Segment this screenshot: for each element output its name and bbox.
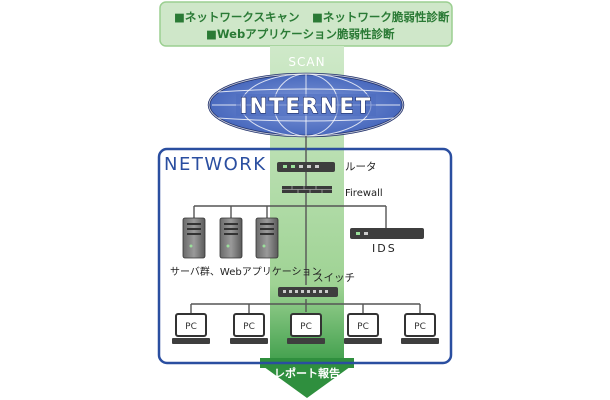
pc-label: PC [414, 322, 426, 332]
ids-label: IDS [372, 242, 397, 255]
report-arrow [260, 364, 354, 398]
pc-label: PC [357, 322, 369, 332]
internet-label: INTERNET [240, 94, 372, 118]
pc-1: PC [172, 313, 210, 344]
pc-4: PC [344, 313, 382, 344]
server-1 [182, 217, 206, 259]
network-boundary [157, 147, 453, 365]
switch-device [278, 287, 338, 297]
service-network-scan: ■ネットワークスキャン [174, 10, 300, 24]
pc-label: PC [243, 322, 255, 332]
service-webapp-vuln: ■Webアプリケーション脆弱性診断 [206, 27, 395, 41]
router-device [277, 162, 335, 172]
switch-label: スイッチ [313, 272, 355, 284]
pc-2: PC [230, 313, 268, 344]
firewall-label: Firewall [345, 188, 383, 199]
pc-label: PC [300, 322, 312, 332]
report-label: レポート報告 [274, 366, 340, 380]
firewall-device [282, 186, 332, 193]
service-network-vuln: ■ネットワーク脆弱性診断 [312, 10, 450, 24]
pc-label: PC [185, 322, 197, 332]
ids-device [350, 228, 424, 239]
pc-3: PC [287, 313, 325, 344]
connection-lines [190, 136, 421, 314]
server-2 [219, 217, 243, 259]
scan-label: SCAN [288, 55, 325, 69]
server-group [182, 217, 279, 259]
pc-5: PC [401, 313, 439, 344]
servers-label: サーバ群、Webアプリケーション [170, 265, 322, 278]
server-3 [255, 217, 279, 259]
network-label: NETWORK [164, 154, 267, 175]
router-label: ルータ [345, 161, 377, 173]
